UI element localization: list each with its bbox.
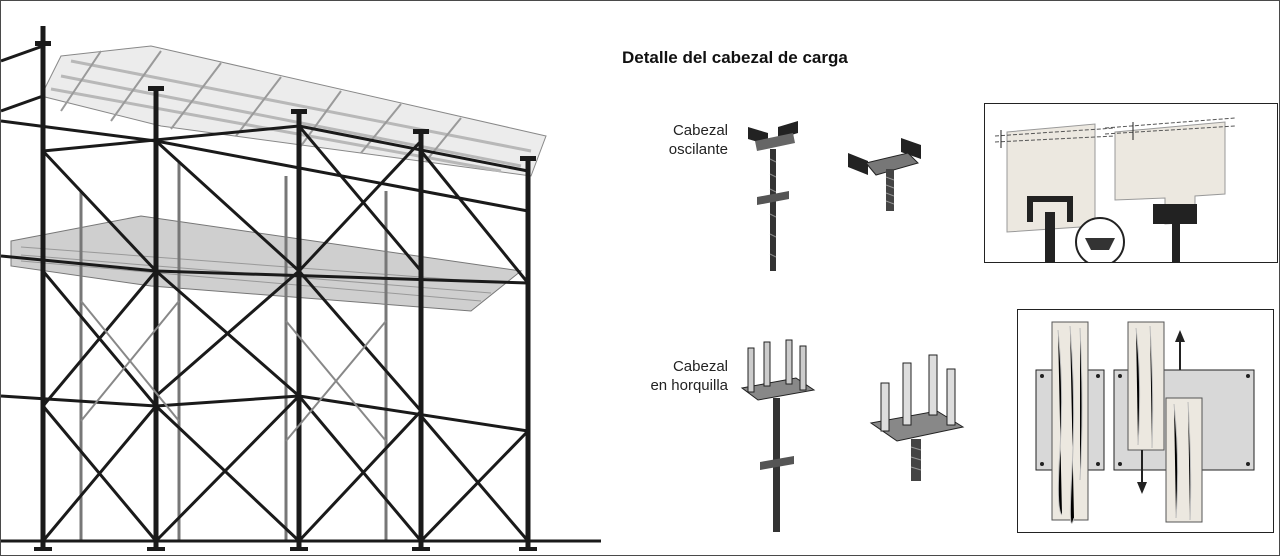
swivel-head-diagram-drawing (994, 117, 1236, 267)
row-label-fork-head: Cabezal en horquilla (650, 358, 728, 394)
fork-head-icon (740, 339, 816, 532)
page-title: Detalle del cabezal de carga (622, 48, 848, 67)
swivel-head-diagram (984, 103, 1278, 267)
row-label-swivel-head: Cabezal oscilante (668, 122, 728, 158)
scaffold-illustration (1, 26, 601, 551)
fork-head-diagram (1017, 309, 1274, 533)
swivel-head-icon (748, 121, 798, 271)
fork-head-detail-icon (869, 354, 965, 481)
timber-diagram (1035, 321, 1255, 524)
swivel-head-detail-icon (848, 138, 921, 211)
